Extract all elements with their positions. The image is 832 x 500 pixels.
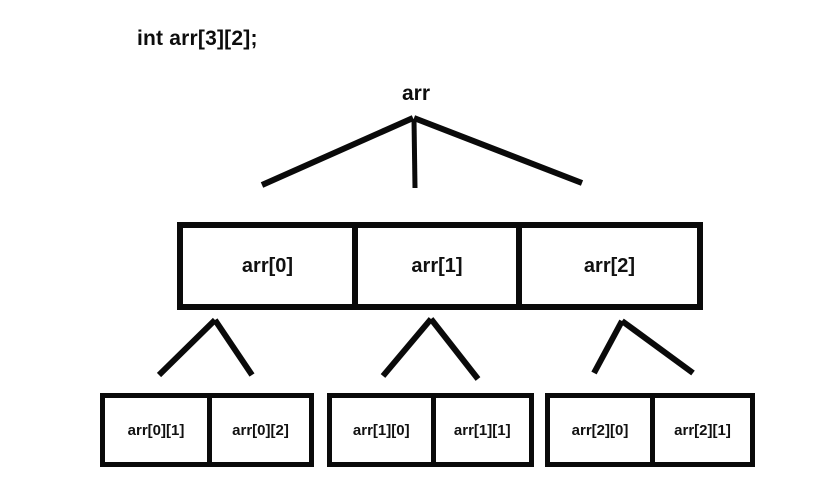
level2-cell-arr1-0[interactable]: arr[1][0] — [332, 398, 431, 462]
level2-cell-arr1-1[interactable]: arr[1][1] — [430, 398, 529, 462]
level2-cell-arr0-0[interactable]: arr[0][1] — [105, 398, 207, 462]
level2-cell-arr1-1-label: arr[1][1] — [453, 421, 511, 439]
connector-arr0-to-right — [212, 318, 255, 377]
level2-group-arr1: arr[1][0] arr[1][1] — [327, 393, 534, 467]
connector-arr0-to-left — [156, 317, 218, 378]
level1-cell-arr0[interactable]: arr[0] — [183, 228, 352, 304]
level1-row: arr[0] arr[1] arr[2] — [177, 222, 703, 310]
connector-arr2-to-right — [620, 318, 695, 376]
level2-group-arr2: arr[2][0] arr[2][1] — [545, 393, 755, 467]
level1-cell-arr2-label: arr[2] — [583, 254, 636, 277]
level2-cell-arr2-1[interactable]: arr[2][1] — [650, 398, 750, 462]
level1-cell-arr0-label: arr[0] — [241, 254, 294, 277]
connector-arr2-to-left — [591, 319, 625, 375]
level1-cell-arr1[interactable]: arr[1] — [352, 228, 522, 304]
level2-cell-arr0-1[interactable]: arr[0][2] — [207, 398, 309, 462]
root-node-label: arr — [401, 82, 431, 105]
level2-cell-arr2-1-label: arr[2][1] — [674, 421, 731, 439]
level2-cell-arr2-0-label: arr[2][0] — [571, 421, 629, 439]
level2-cell-arr0-0-label: arr[0][1] — [127, 421, 185, 439]
connector-arr1-to-right — [428, 317, 481, 381]
level2-cell-arr1-0-label: arr[1][0] — [352, 421, 410, 439]
connector-root-to-arr1 — [411, 118, 418, 189]
connector-arr1-to-left — [380, 317, 434, 378]
connector-root-to-arr2 — [412, 115, 584, 186]
level1-cell-arr1-label: arr[1] — [411, 254, 463, 277]
level2-group-arr0: arr[0][1] arr[0][2] — [100, 393, 314, 467]
level1-cell-arr2[interactable]: arr[2] — [522, 228, 697, 304]
page-title: int arr[3][2]; — [137, 27, 258, 50]
level2-cell-arr0-1-label: arr[0][2] — [232, 421, 289, 439]
level2-cell-arr2-0[interactable]: arr[2][0] — [550, 398, 650, 462]
connector-root-to-arr0 — [260, 115, 415, 188]
